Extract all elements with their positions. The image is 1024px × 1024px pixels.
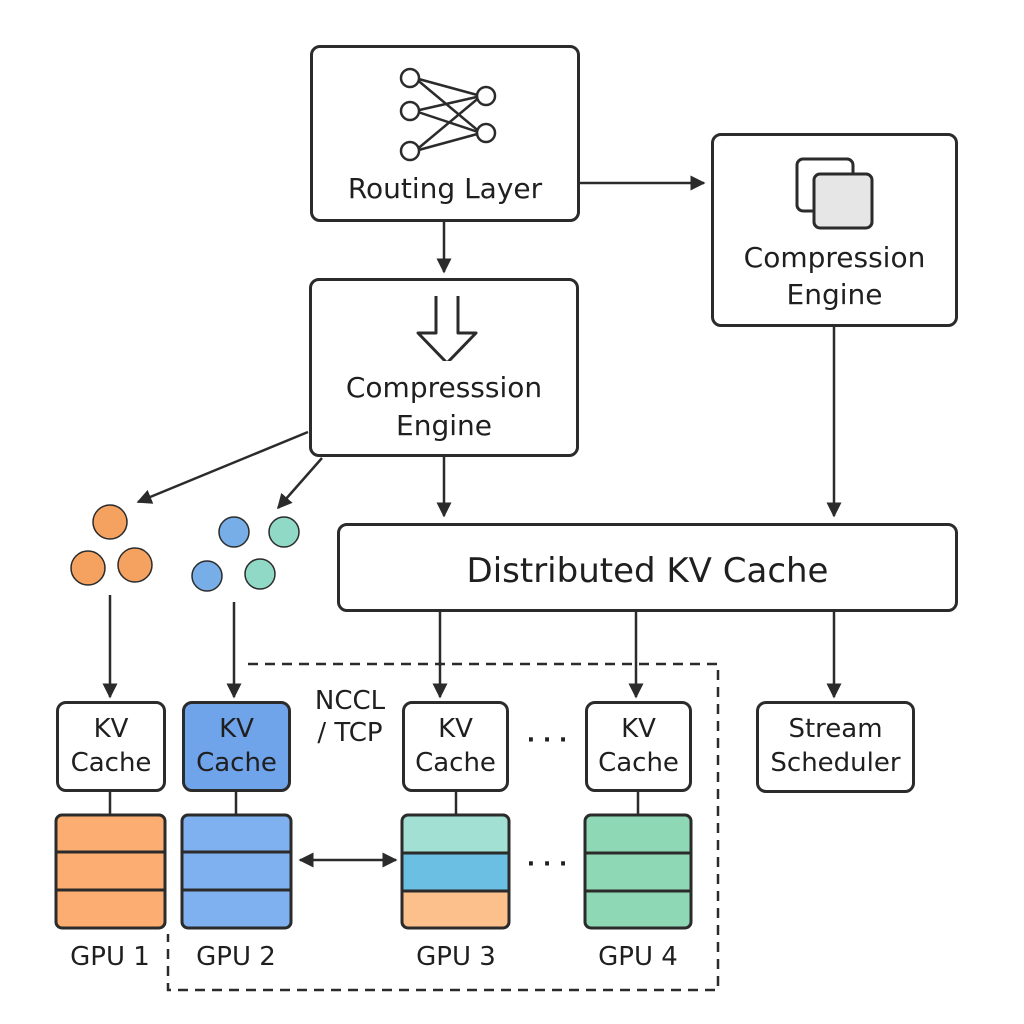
kv-cache-line2: Cache xyxy=(415,748,496,778)
compression-engine-box[interactable]: Compresssion Engine xyxy=(309,278,579,457)
kv-cache-line2: Cache xyxy=(598,748,679,778)
ellipsis-kv: · · · xyxy=(526,728,568,753)
arrow-compression-to-tokens-1 xyxy=(136,430,309,504)
compression-engine-line2: Engine xyxy=(396,409,492,442)
overlapping-squares-icon xyxy=(795,157,874,230)
kv-cache-line2: Cache xyxy=(196,748,277,778)
stream-scheduler-line1: Stream xyxy=(788,714,883,744)
side-compression-engine-box[interactable]: Compression Engine xyxy=(711,133,958,327)
kv-cache-line2: Cache xyxy=(70,748,152,778)
interconnect-label-line2: / TCP xyxy=(317,718,383,748)
gpu-label-3: GPU 3 xyxy=(416,942,496,972)
gpu-label-1: GPU 1 xyxy=(70,942,150,972)
gpu-label-2: GPU 2 xyxy=(196,942,276,972)
side-compression-engine-line1: Compression xyxy=(743,241,926,274)
stream-scheduler-box[interactable]: Stream Scheduler xyxy=(756,701,915,793)
kv-cache-line1: KV xyxy=(219,714,254,744)
kv-cache-line1: KV xyxy=(438,714,473,744)
kv-cache-box-gpu4[interactable]: KV Cache xyxy=(585,701,692,792)
distributed-kv-cache-box[interactable]: Distributed KV Cache xyxy=(337,523,958,612)
interconnect-label-line1: NCCL xyxy=(314,686,386,716)
arrow-compression-to-tokens-2 xyxy=(277,457,323,510)
kv-cache-line1: KV xyxy=(93,714,129,744)
down-arrows-icon xyxy=(416,296,478,361)
kv-cache-box-gpu3[interactable]: KV Cache xyxy=(402,701,509,792)
distributed-kv-cache-label: Distributed KV Cache xyxy=(466,551,829,591)
gpu-label-4: GPU 4 xyxy=(598,942,678,972)
kv-cache-line1: KV xyxy=(621,714,656,744)
routing-layer-box[interactable]: Routing Layer xyxy=(310,45,580,222)
routing-layer-label: Routing Layer xyxy=(347,172,543,205)
kv-cache-box-gpu2[interactable]: KV Cache xyxy=(182,701,291,792)
compression-engine-line1: Compresssion xyxy=(345,371,543,404)
dashed-interconnect-region xyxy=(166,662,720,992)
neural-network-icon xyxy=(399,67,497,162)
ellipsis-gpu: · · · xyxy=(526,852,568,877)
side-compression-engine-line2: Engine xyxy=(786,278,883,311)
kv-cache-box-gpu1[interactable]: KV Cache xyxy=(56,701,166,792)
stream-scheduler-line2: Scheduler xyxy=(770,748,901,778)
